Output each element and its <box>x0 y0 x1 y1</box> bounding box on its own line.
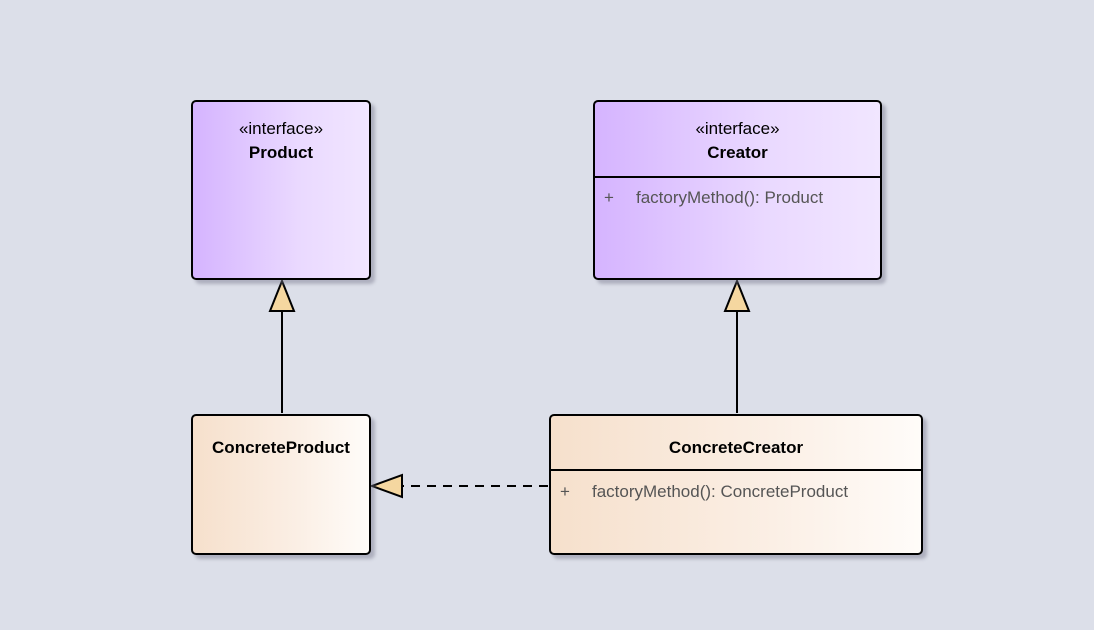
generalization-arrowhead-creator <box>723 278 751 312</box>
creator-stereotype: «interface» <box>695 119 780 138</box>
creator-compartment-divider <box>595 176 880 178</box>
class-product[interactable]: «interface» Product <box>191 100 371 280</box>
creator-name: Creator <box>707 143 768 162</box>
creator-operation-signature: factoryMethod(): Product <box>636 188 824 207</box>
product-stereotype: «interface» <box>238 119 324 138</box>
concrete-creator-name: ConcreteCreator <box>668 438 804 457</box>
class-concrete-product[interactable]: ConcreteProduct <box>191 414 371 555</box>
realization-arrowhead <box>369 473 403 499</box>
class-concrete-creator[interactable]: ConcreteCreator + factoryMethod(): Concre… <box>549 414 923 555</box>
concrete-creator-operation-visibility: + <box>560 482 570 501</box>
creator-operation[interactable]: + factoryMethod(): Product <box>604 188 823 208</box>
concrete-creator-operation-signature: factoryMethod(): ConcreteProduct <box>592 482 849 501</box>
concrete-creator-operation[interactable]: + factoryMethod(): ConcreteProduct <box>560 482 848 502</box>
concrete-creator-compartment-divider <box>551 469 921 471</box>
concrete-product-name: ConcreteProduct <box>212 438 350 457</box>
generalization-arrowhead-product <box>268 278 296 312</box>
class-creator[interactable]: «interface» Creator + factoryMethod(): Pr… <box>593 100 882 280</box>
product-name: Product <box>248 143 314 162</box>
creator-operation-visibility: + <box>604 188 614 207</box>
